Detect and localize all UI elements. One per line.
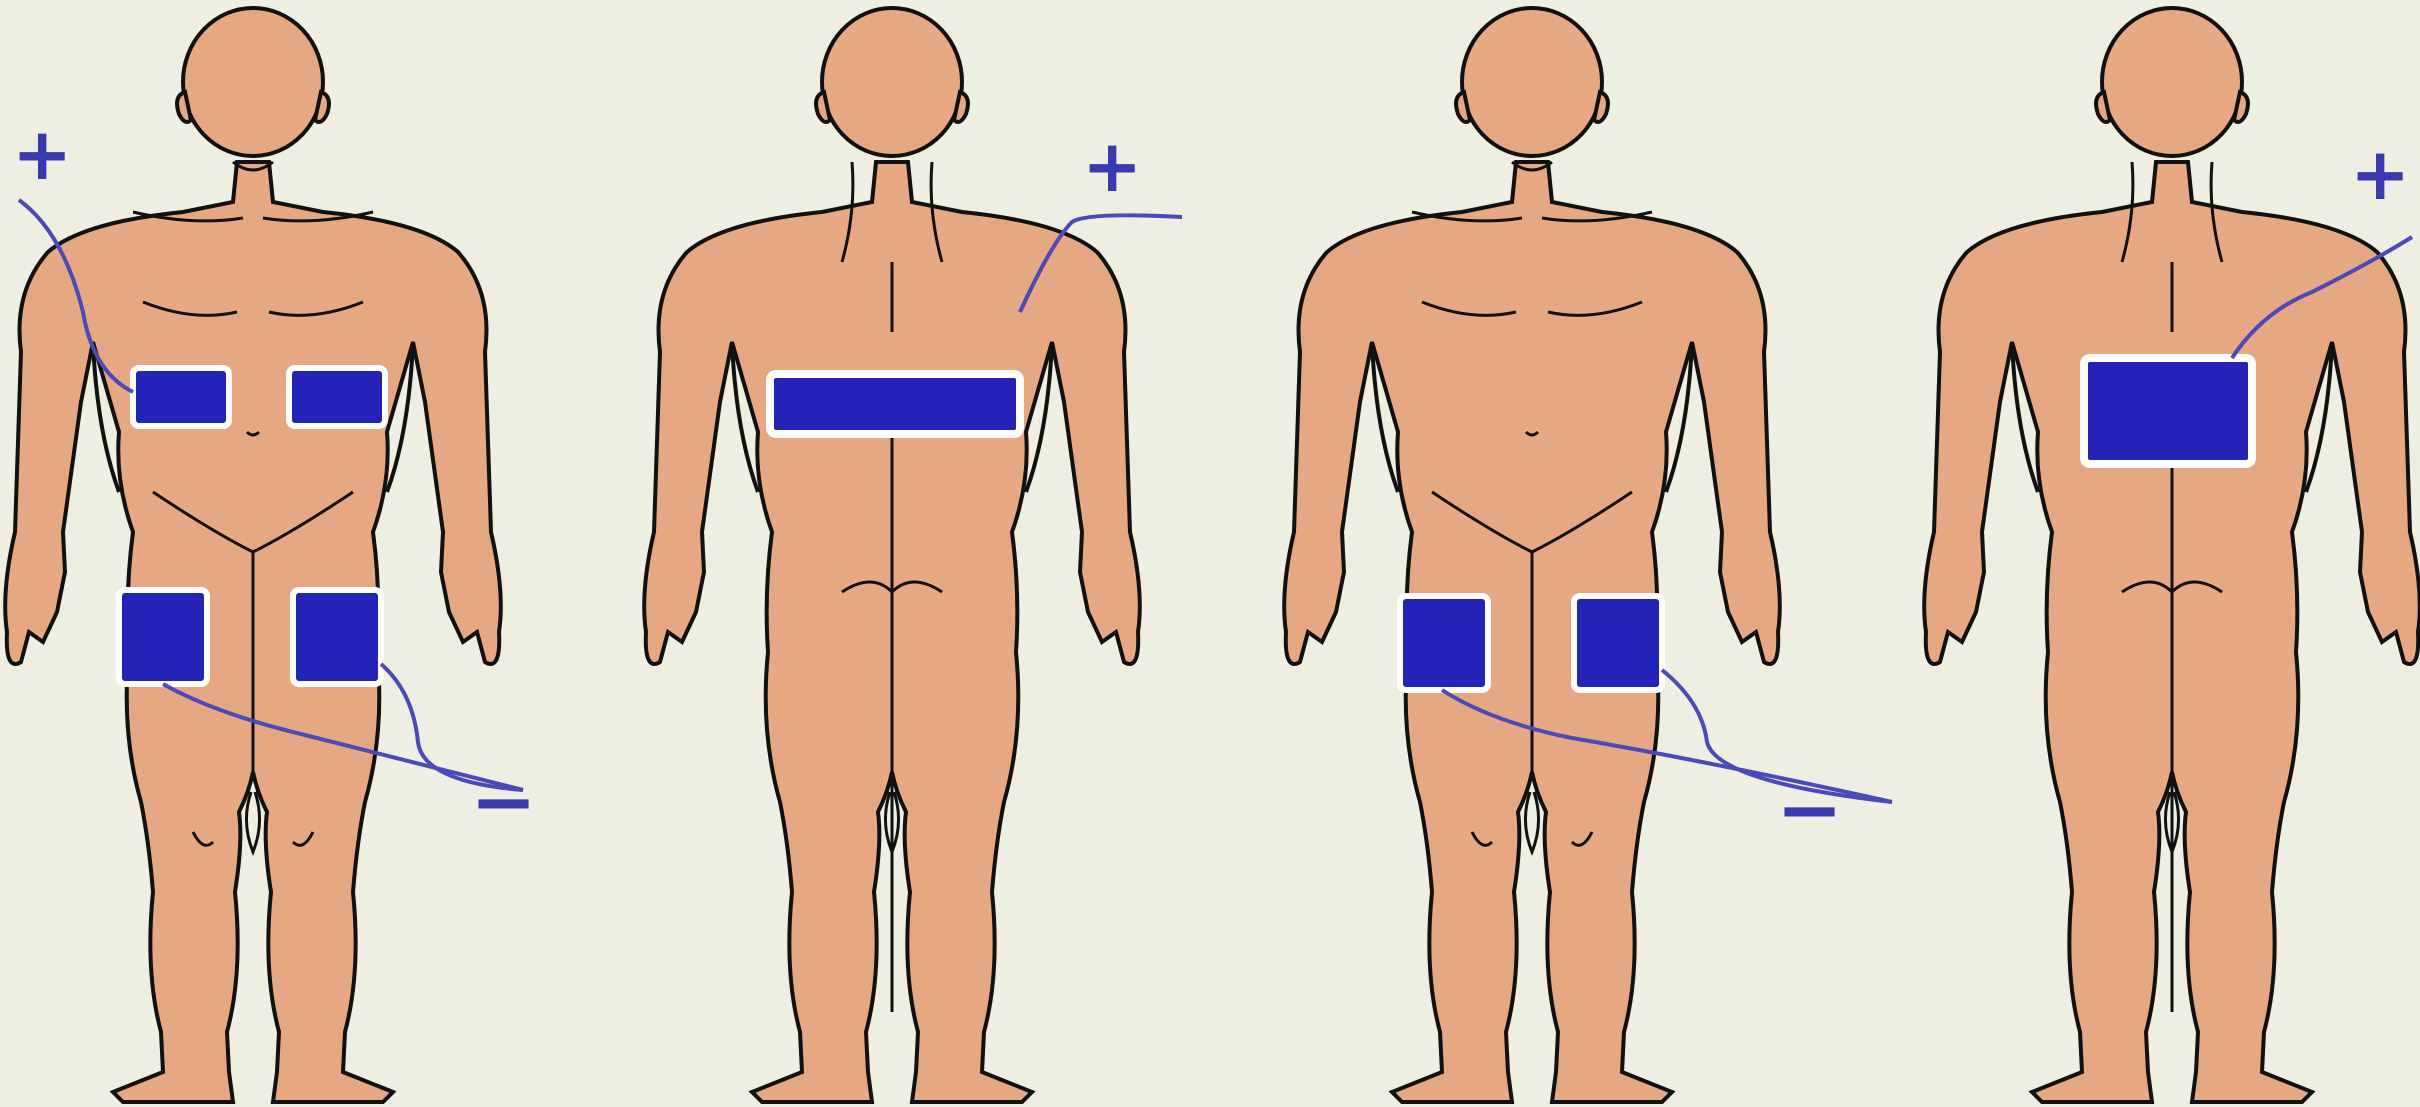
figure-3-negative-sign: − [1776,770,1843,850]
figure-1-negative-sign: − [470,762,537,842]
electrode-lower-back [2084,358,2252,464]
figure-4-back [1924,8,2420,1102]
electrode-thigh-right [1574,596,1662,690]
figure-3-front [1284,8,1892,1102]
electrode-abdomen-right [289,368,385,426]
figure-1-front [5,8,523,1102]
figure-2-positive-sign: + [1082,130,1142,202]
figure-4-positive-sign: + [2350,138,2410,210]
electrode-thigh-left [1400,596,1488,690]
electrode-thigh-left [119,590,207,684]
electrode-abdomen-left [133,368,229,426]
figure-1-positive-sign: + [12,118,72,190]
electrode-thigh-right [293,590,381,684]
electrode-waist-band [770,374,1020,434]
